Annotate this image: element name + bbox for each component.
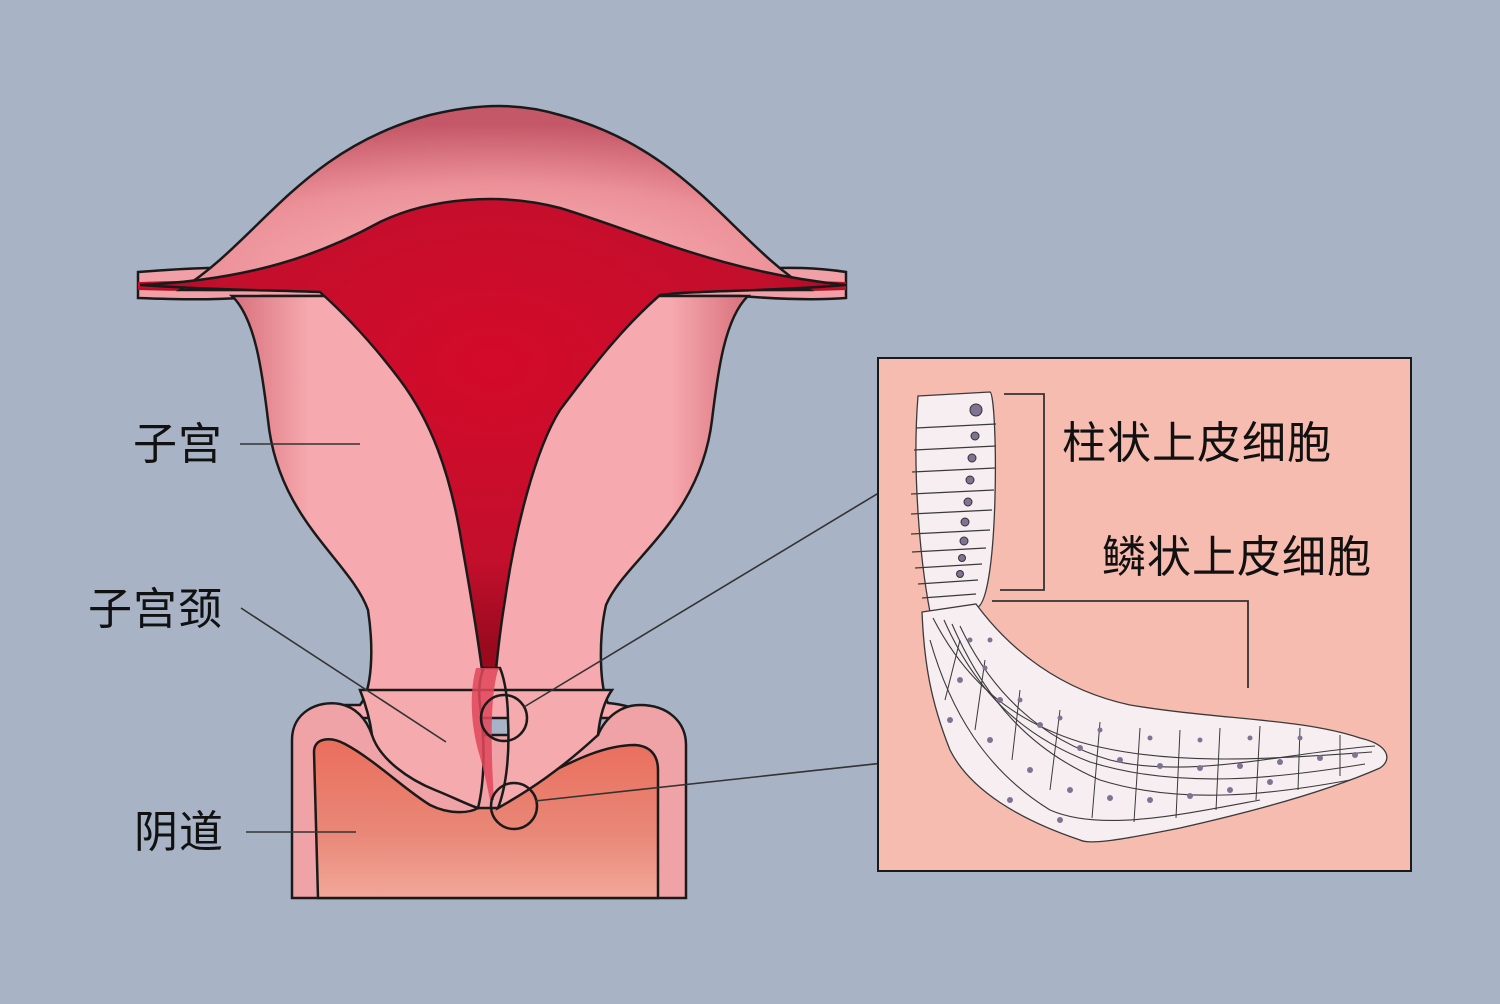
inset-brackets [992, 393, 1249, 688]
uterus-label: 子宫 [133, 419, 223, 470]
vagina-label: 阴道 [134, 807, 224, 858]
squamous-layers [929, 617, 1376, 822]
columnar-cells [910, 391, 997, 613]
epithelium-inset [877, 357, 1412, 872]
uterine-cavity [139, 197, 847, 672]
columnar-nuclei [956, 403, 983, 578]
squamous-nuclei [947, 637, 1358, 823]
columnar-zone-marker [479, 693, 529, 743]
cervix-label: 子宫颈 [88, 584, 223, 635]
squamous-zone-marker [489, 781, 539, 831]
squamous-epithelium-label: 鳞状上皮细胞 [1102, 532, 1372, 583]
columnar-epithelium-label: 柱状上皮细胞 [1062, 418, 1332, 469]
